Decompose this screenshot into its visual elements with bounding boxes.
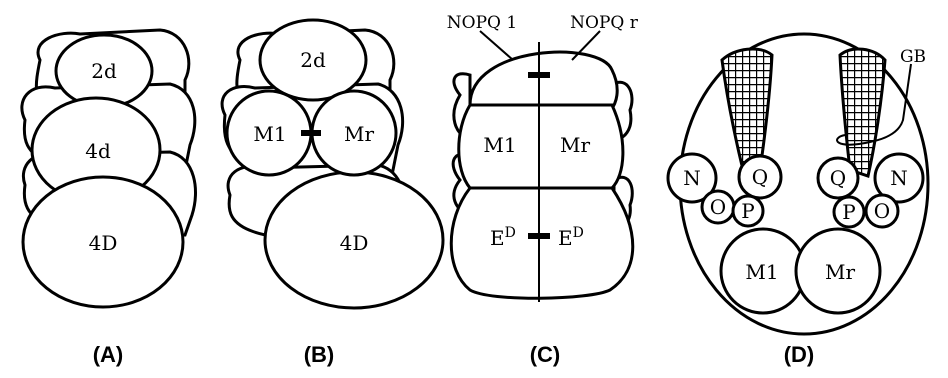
label-P-right: P: [842, 200, 855, 224]
label-Mr: Mr: [825, 260, 855, 284]
panel-d: GB N Q O P Q N P O M1 Mr (D): [666, 32, 930, 367]
callout-gb: GB: [900, 47, 926, 67]
label-4D: 4D: [340, 231, 369, 255]
panel-label-a: (A): [93, 342, 124, 367]
boundary-mark: [301, 130, 321, 136]
cell-O-right: [864, 193, 900, 229]
callout-nopq-r: NOPQ r: [570, 13, 639, 33]
cell-Mr: [794, 227, 882, 315]
label-M1: M1: [483, 133, 516, 157]
label-M1: M1: [745, 260, 778, 284]
cell-P-left: [731, 194, 765, 228]
label-Q-left: Q: [752, 165, 768, 189]
cell-4D: [21, 175, 185, 309]
panel-b: 2d M1 Mr 4D (B): [220, 18, 445, 367]
label-4d: 4d: [85, 139, 111, 163]
callout-nopq-l: NOPQ 1: [447, 13, 517, 33]
boundary-mark-top: [528, 72, 550, 78]
label-2d: 2d: [300, 48, 326, 72]
label-N-right: N: [890, 166, 908, 190]
label-Mr: Mr: [344, 122, 374, 146]
cell-ED: [449, 186, 635, 300]
callout-line-right: [571, 30, 601, 61]
label-O-right: O: [874, 199, 890, 223]
label-4D: 4D: [89, 231, 118, 255]
panel-label-d: (D): [784, 342, 815, 367]
callout-line-left: [479, 30, 514, 61]
label-ED-left: ED: [490, 225, 516, 250]
label-2d: 2d: [91, 59, 117, 83]
cell-Q-right: [816, 156, 860, 200]
callout-line-gb: [836, 63, 912, 146]
label-O-left: O: [710, 195, 726, 219]
cell-N-left: [666, 152, 718, 204]
label-N-left: N: [683, 166, 701, 190]
cell-P-right: [832, 195, 866, 229]
boundary-mark-bottom: [528, 233, 550, 239]
label-Mr: Mr: [560, 133, 590, 157]
cell-2d: [258, 18, 368, 102]
label-ED-right: ED: [558, 225, 584, 250]
germ-band-left: [720, 47, 774, 181]
label-M1: M1: [253, 122, 286, 146]
panel-a: 2d 4d 4D (A): [20, 28, 197, 367]
cell-N-right: [873, 152, 925, 204]
cell-NOPQ: [468, 50, 619, 110]
cell-Q-left: [737, 154, 783, 200]
panel-c: NOPQ 1 NOPQ r M1 Mr ED ED (C): [447, 13, 639, 367]
label-P-left: P: [741, 199, 754, 223]
panel-label-c: (C): [530, 342, 561, 367]
label-Q-right: Q: [830, 166, 846, 190]
panel-label-b: (B): [304, 342, 335, 367]
